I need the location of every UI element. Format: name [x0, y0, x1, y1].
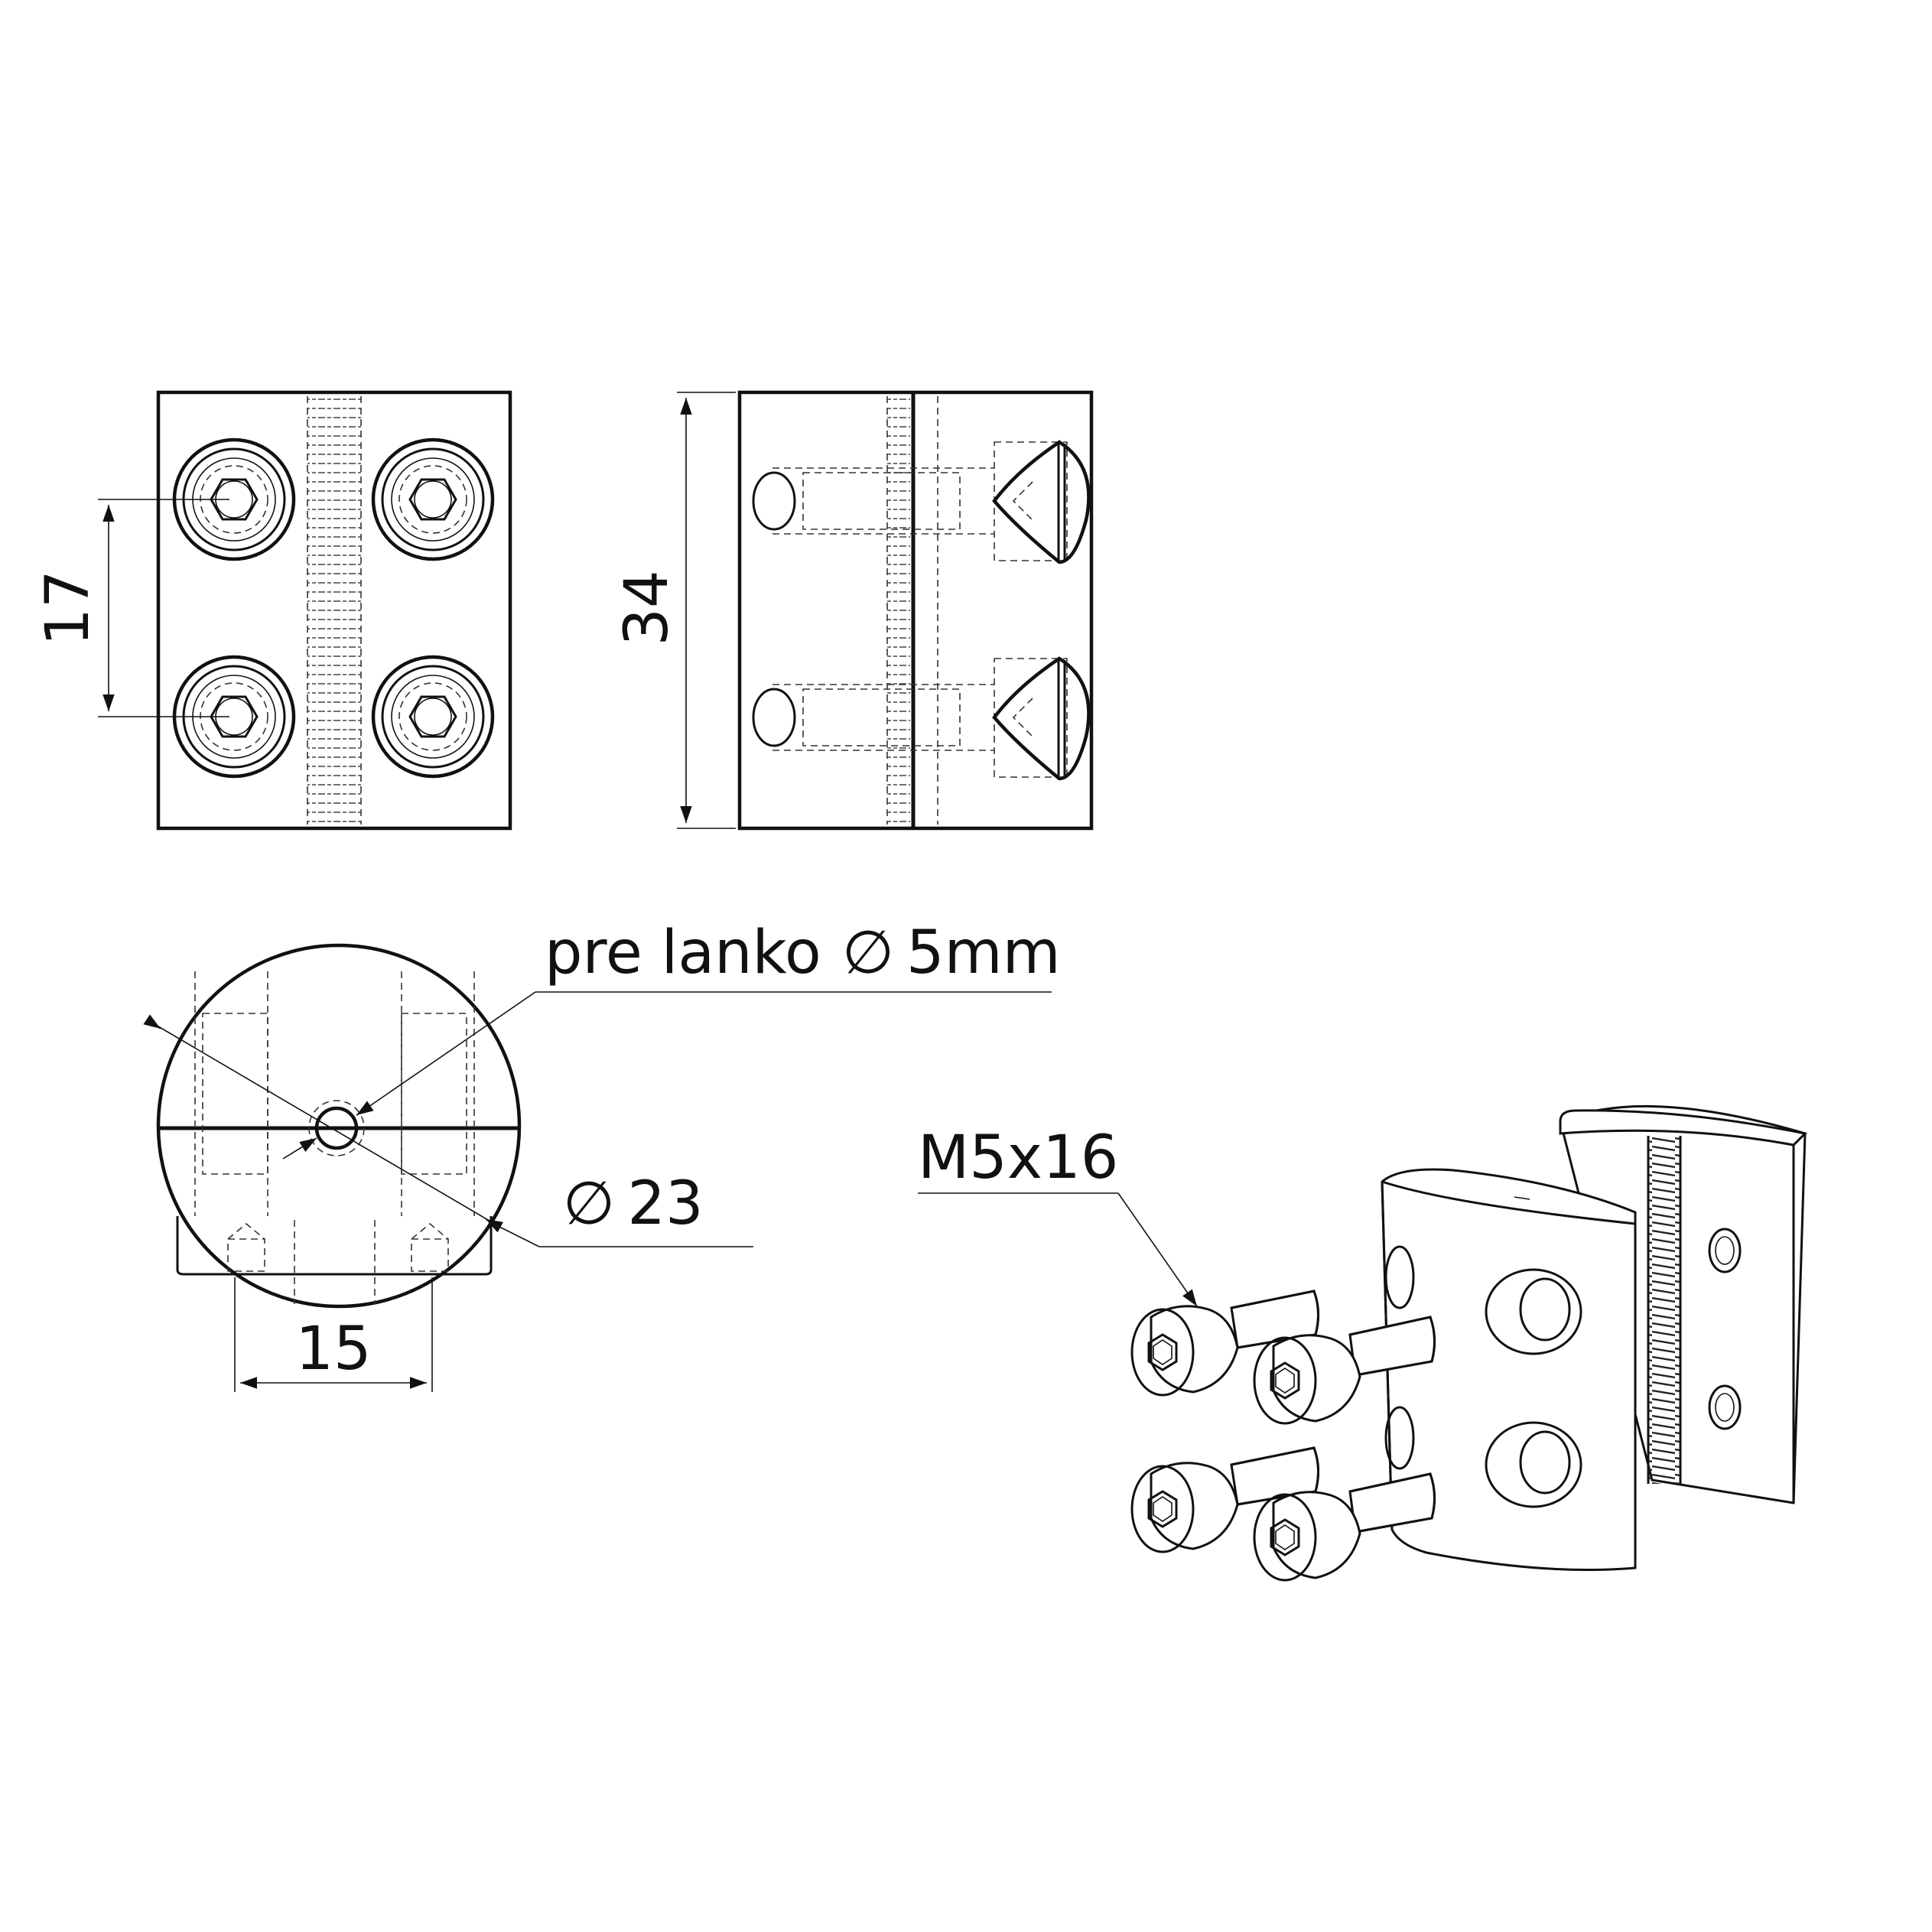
diameter-symbol-5mm: ∅	[842, 919, 894, 987]
side-view: 34	[613, 390, 1094, 831]
side-bolt-upper	[752, 440, 1091, 564]
screw-2	[1253, 1316, 1436, 1425]
front-view: 17	[34, 390, 512, 831]
screw-spec: M5x16	[918, 1124, 1118, 1192]
side-bolt-lower	[752, 656, 1091, 781]
dim-height: 34	[613, 570, 681, 646]
dim-diameter: 23	[627, 1169, 703, 1238]
dim-hole-spacing: 17	[34, 570, 102, 646]
bolt-head-bottom-right	[371, 655, 495, 779]
screw-1	[1130, 1290, 1319, 1397]
bolt-head-top-right	[371, 437, 495, 561]
diameter-symbol-23: ∅	[563, 1169, 615, 1238]
clamp-back-half	[1559, 1104, 1808, 1504]
isometric-view: M5x16	[918, 1104, 1808, 1582]
cable-diameter: 5mm	[906, 919, 1061, 987]
dim-bolt-spacing: 15	[295, 1315, 371, 1384]
screw-3	[1130, 1446, 1319, 1553]
top-view: 15 ∅ 23 pre lanko ∅ 5mm	[143, 919, 1061, 1392]
screw-4	[1253, 1472, 1436, 1582]
cable-label: pre lanko	[545, 919, 821, 987]
